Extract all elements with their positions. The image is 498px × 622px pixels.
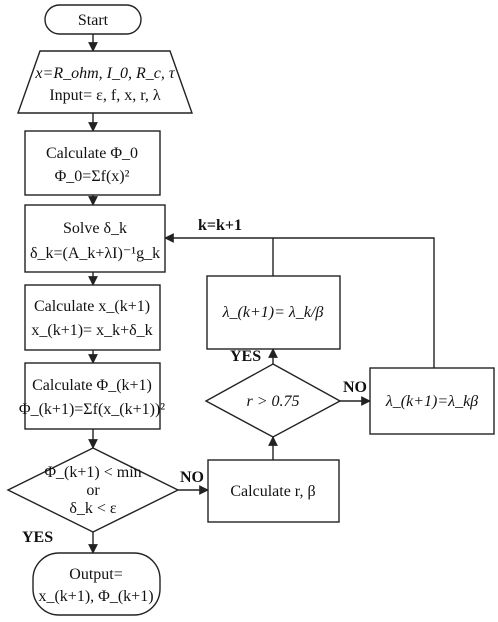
node-calc-phi-line2: Φ_(k+1)=Σf(x_(k+1))² <box>19 401 165 418</box>
node-decision2: r > 0.75 <box>204 363 342 438</box>
node-lam-mul: λ_(k+1)=λ_kβ <box>369 367 495 435</box>
node-lam-div: λ_(k+1)= λ_k/β <box>206 275 341 350</box>
node-calc-phi0: Calculate Φ_0 Φ_0=Σf(x)² <box>24 130 161 196</box>
node-input-line2: Input= ε, f, x, r, λ <box>49 87 161 104</box>
node-decision1-line3: δ_k < ε <box>69 500 117 517</box>
node-calc-phi0-line1: Calculate Φ_0 <box>46 145 138 162</box>
node-calc-phi0-line2: Φ_0=Σf(x)² <box>55 168 130 185</box>
edge-label-loop: k=k+1 <box>198 217 242 234</box>
edge-label-no2: NO <box>343 379 367 396</box>
node-calc-phi-line1: Calculate Φ_(k+1) <box>32 377 152 394</box>
node-input-line1: x=R_ohm, I_0, R_c, τ <box>34 65 175 82</box>
node-decision1-line1: Φ_(k+1) < min <box>44 464 141 481</box>
edge-label-no1: NO <box>180 469 204 486</box>
node-calc-x-line1: Calculate x_(k+1) <box>34 298 150 315</box>
node-input: x=R_ohm, I_0, R_c, τ Input= ε, f, x, r, … <box>17 50 193 114</box>
node-output-line2: x_(k+1), Φ_(k+1) <box>38 588 153 605</box>
node-calc-x: Calculate x_(k+1) x_(k+1)= x_k+δ_k <box>24 284 161 351</box>
node-start: Start <box>44 4 142 35</box>
node-decision1-line2: or <box>86 482 100 499</box>
node-calc-x-line2: x_(k+1)= x_k+δ_k <box>31 322 152 339</box>
node-calc-rb: Calculate r, β <box>207 459 340 523</box>
node-decision1: Φ_(k+1) < min or δ_k < ε <box>6 447 180 533</box>
node-decision2-label: r > 0.75 <box>246 393 299 410</box>
edge-lammul-loop <box>164 233 435 368</box>
node-output-line1: Output= <box>69 566 122 583</box>
node-solve-line2: δ_k=(A_k+λI)⁻¹g_k <box>30 245 160 262</box>
edge-label-yes2: YES <box>230 348 261 365</box>
node-lam-div-label: λ_(k+1)= λ_k/β <box>222 304 324 321</box>
node-calc-phi: Calculate Φ_(k+1) Φ_(k+1)=Σf(x_(k+1))² <box>19 362 165 430</box>
node-calc-rb-label: Calculate r, β <box>230 483 315 500</box>
node-start-label: Start <box>78 12 109 29</box>
node-output: Output= x_(k+1), Φ_(k+1) <box>32 552 161 616</box>
node-lam-mul-label: λ_(k+1)=λ_kβ <box>385 393 478 410</box>
node-solve-line1: Solve δ_k <box>63 220 127 237</box>
edge-label-yes1: YES <box>22 529 53 546</box>
node-solve: Solve δ_k δ_k=(A_k+λI)⁻¹g_k <box>24 204 166 273</box>
